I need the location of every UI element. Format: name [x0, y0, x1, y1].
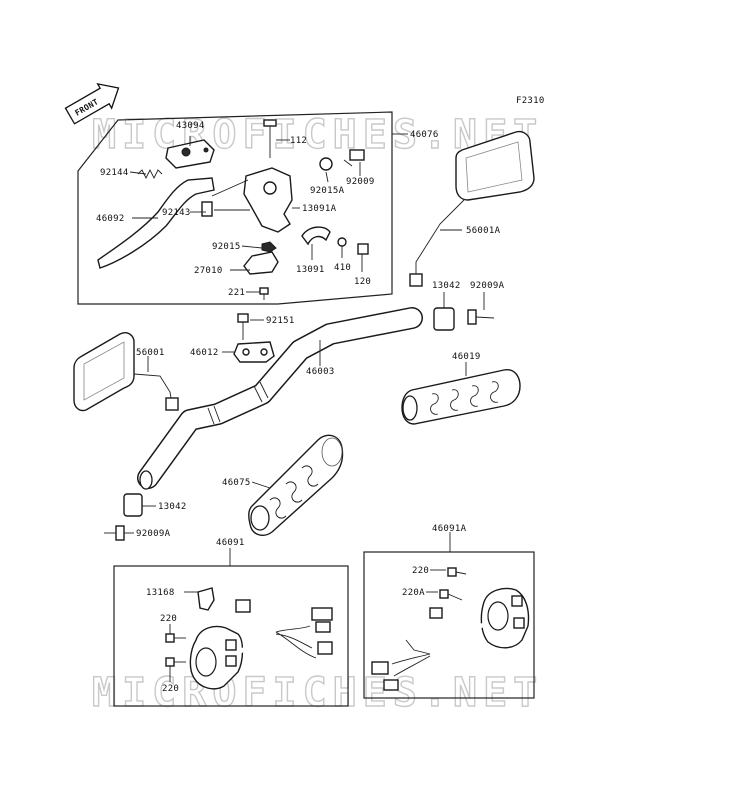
switch-27010: [243, 251, 279, 275]
label-13091: 13091: [296, 265, 325, 275]
label-46019: 46019: [452, 352, 481, 362]
label-56001: 56001: [136, 348, 165, 358]
bushing-left: [123, 493, 143, 517]
label-46003: 46003: [306, 367, 335, 377]
bolt-112: [263, 119, 277, 158]
master-cylinder: [243, 167, 293, 233]
label-92015: 92015: [212, 242, 241, 252]
bolt-92009a-left: [104, 525, 125, 541]
lever-spring: [137, 168, 163, 180]
clamp-13091: [301, 226, 331, 246]
bolt-92009a-right: [467, 309, 495, 325]
label-92009: 92009: [346, 177, 375, 187]
mirror-left: [73, 332, 179, 412]
left-handlebar-switch: [189, 599, 333, 690]
front-arrow-icon: FRONT: [64, 82, 120, 125]
nut-92015: [261, 241, 277, 253]
label-220-right: 220: [412, 566, 429, 576]
label-13042-right: 13042: [432, 281, 461, 291]
lever-assembly-box: [77, 111, 393, 305]
screw-220-left-upper: [165, 633, 186, 643]
label-220a-right: 220A: [402, 588, 425, 598]
label-92015a: 92015A: [310, 186, 345, 196]
label-13091a: 13091A: [302, 204, 337, 214]
label-13168: 13168: [146, 588, 175, 598]
label-220-left-upper: 220: [160, 614, 177, 624]
left-switch-box: [113, 565, 349, 707]
connector-13168: [197, 587, 215, 611]
label-46075: 46075: [222, 478, 251, 488]
holder-46012: [233, 341, 275, 363]
label-112: 112: [290, 136, 307, 146]
grip-left: [247, 434, 344, 536]
handlebar: [137, 307, 423, 490]
washer-410: [337, 237, 347, 247]
screw-220a-right: [439, 589, 463, 601]
screw-220-right: [447, 567, 467, 577]
brake-lever: [97, 177, 215, 269]
screw-220-left-lower: [165, 657, 186, 667]
bolt-120: [357, 243, 369, 260]
label-221: 221: [228, 288, 245, 298]
label-92009a-right: 92009A: [470, 281, 505, 291]
screw-221: [259, 287, 269, 300]
reservoir-cap: [165, 139, 215, 169]
bushing-right: [433, 307, 455, 331]
label-46012: 46012: [190, 348, 219, 358]
label-46091: 46091: [216, 538, 245, 548]
grip-right: [401, 369, 521, 425]
right-handlebar-switch: [371, 587, 530, 691]
watermark-bottom: MICROFICHES.NET: [92, 670, 543, 716]
label-43094: 43094: [176, 121, 205, 131]
label-120: 120: [354, 277, 371, 287]
label-56001a: 56001A: [466, 226, 501, 236]
bolt-92151: [237, 313, 249, 340]
screw-92009: [343, 149, 365, 167]
label-46076: 46076: [410, 130, 439, 140]
master-cylinder-port: [263, 181, 277, 195]
figure-code: F2310: [516, 96, 545, 106]
pivot-bolt: [201, 201, 213, 217]
label-92144: 92144: [100, 168, 129, 178]
label-46091a: 46091A: [432, 524, 467, 534]
label-410: 410: [334, 263, 351, 273]
washer-92015a: [319, 157, 333, 171]
label-92143: 92143: [162, 208, 191, 218]
label-46092: 46092: [96, 214, 125, 224]
label-92009a-left: 92009A: [136, 529, 171, 539]
label-13042-left: 13042: [158, 502, 187, 512]
right-switch-box: [363, 551, 535, 699]
label-220-left-lower: 220: [162, 684, 179, 694]
mirror-right: [409, 130, 535, 287]
label-92151: 92151: [266, 316, 295, 326]
label-27010: 27010: [194, 266, 223, 276]
